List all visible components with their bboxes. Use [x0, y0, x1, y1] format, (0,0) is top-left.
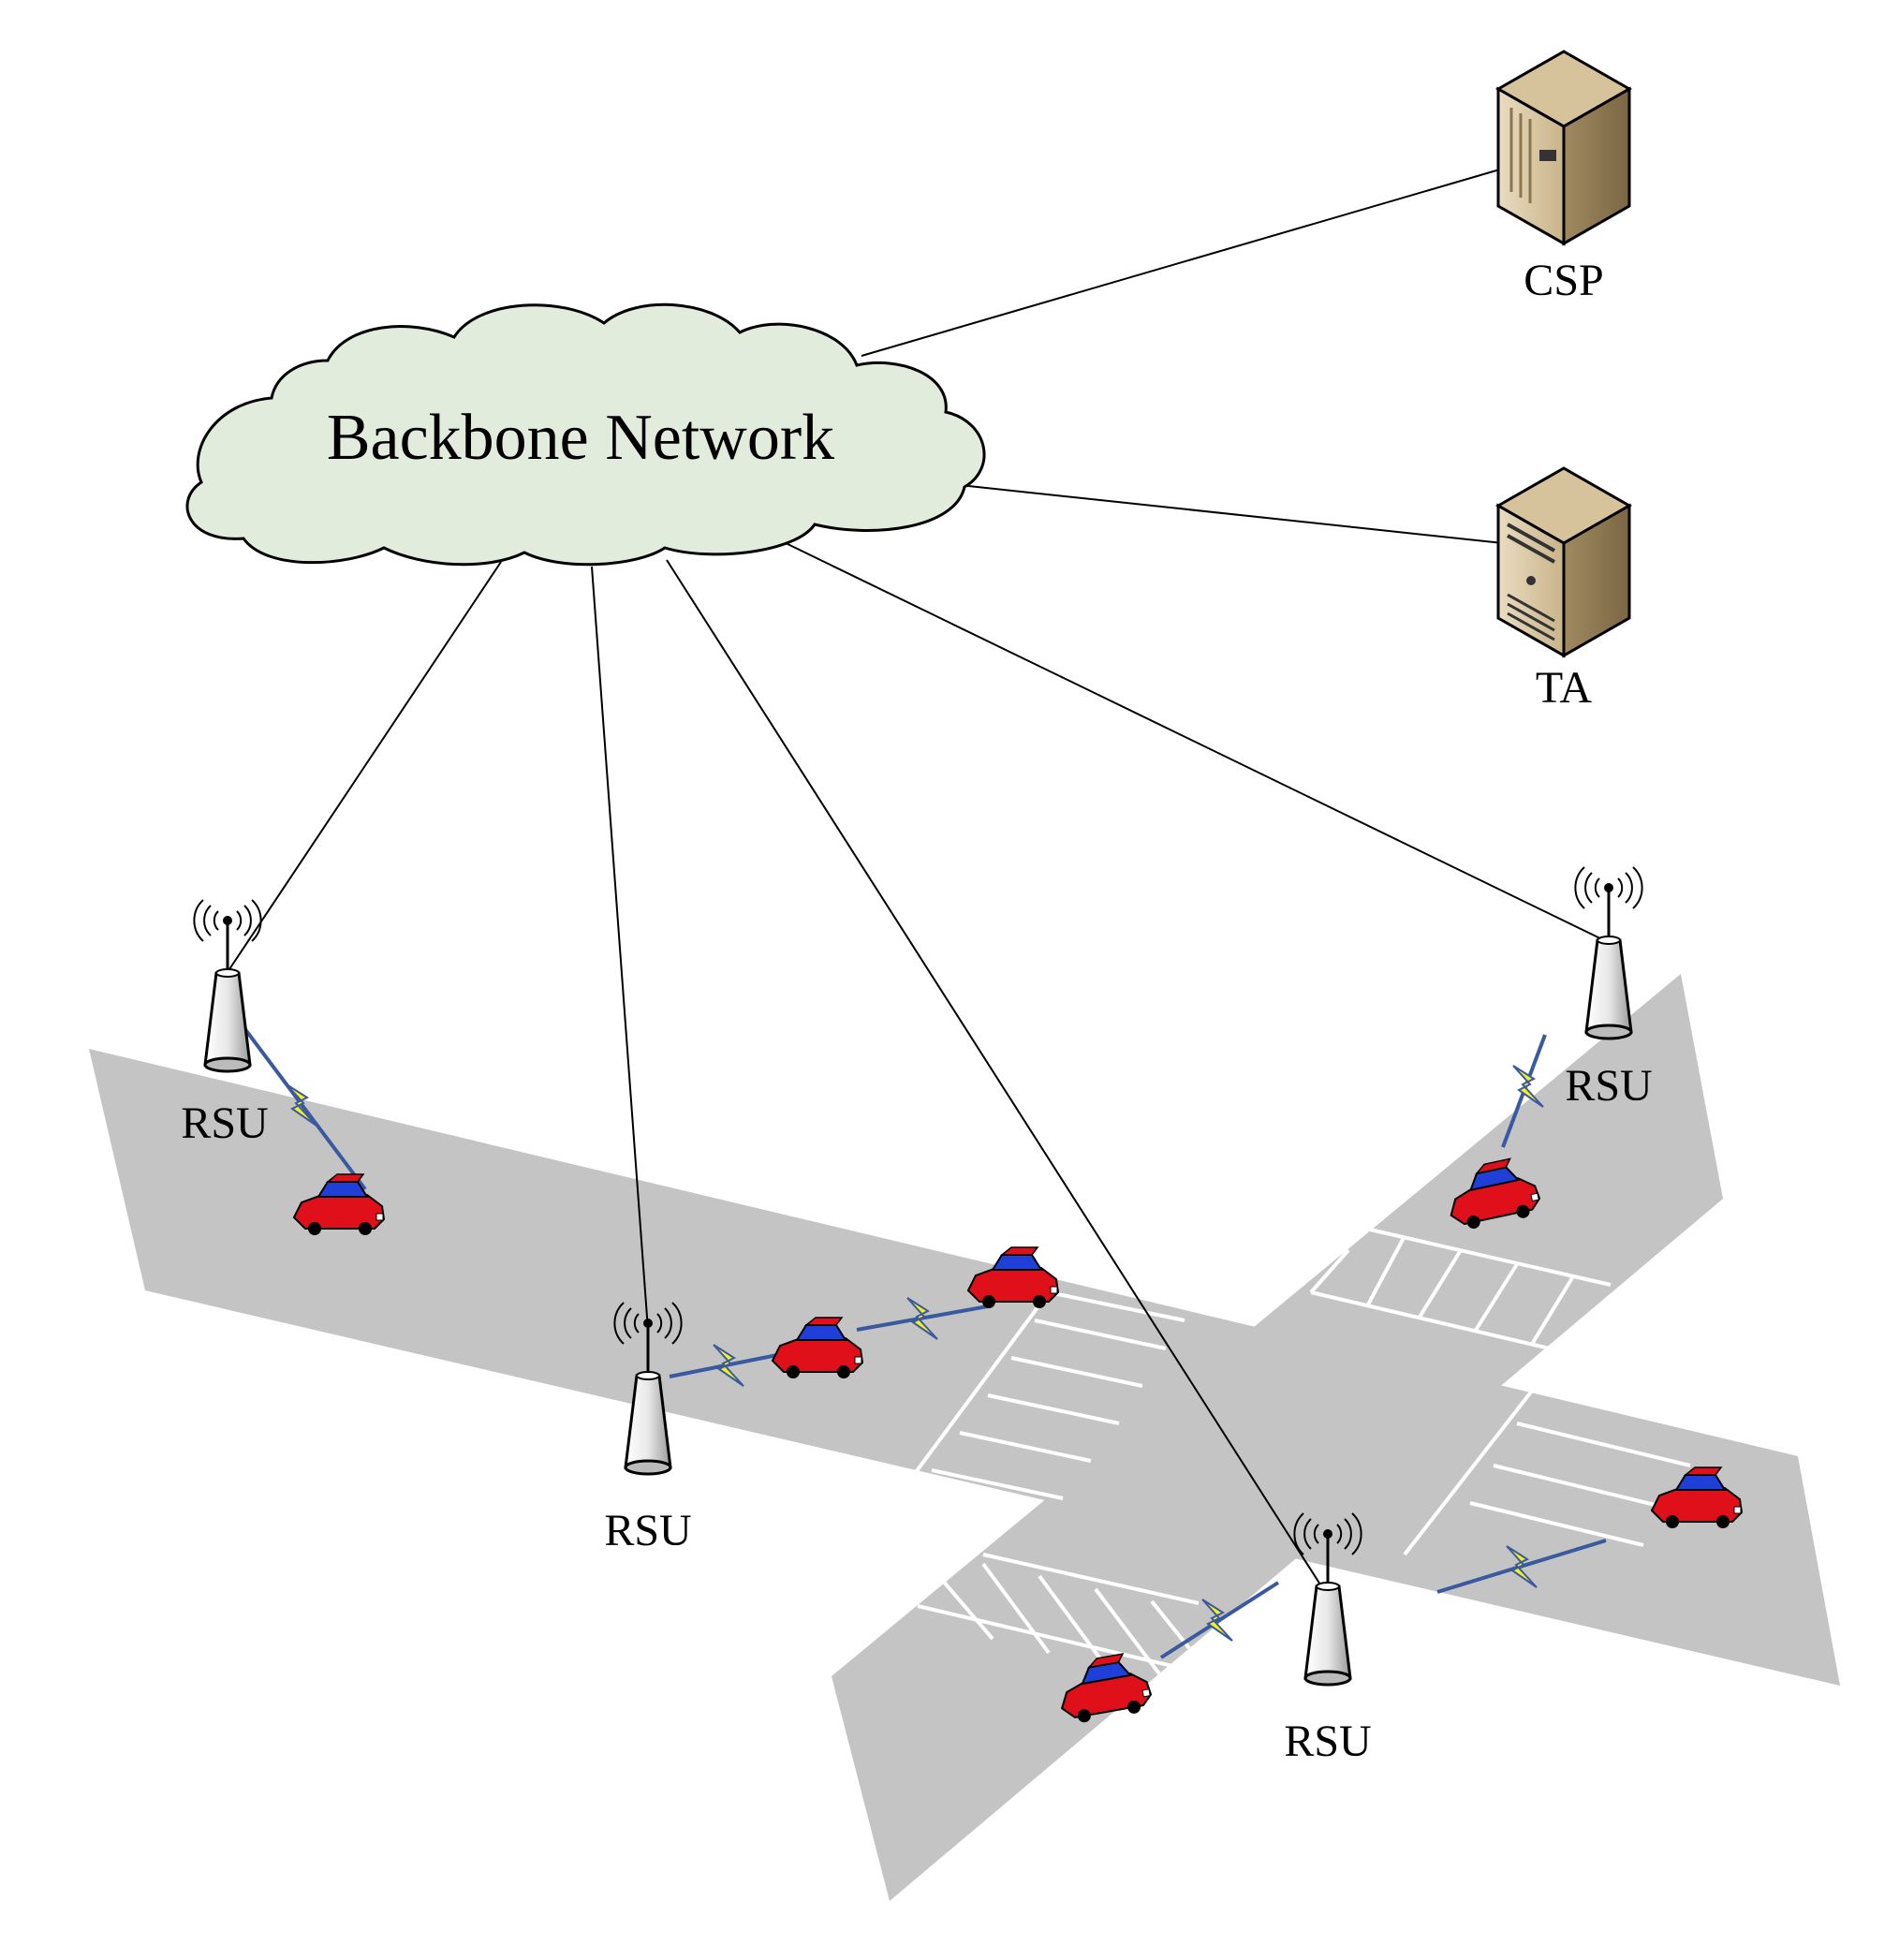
rsu-3: RSU	[1284, 1511, 1372, 1766]
wireless-link-rsu2-car3	[669, 1344, 788, 1387]
rsu-4: RSU	[1565, 865, 1653, 1111]
road-main	[89, 1049, 1840, 1686]
road-network	[89, 974, 1840, 1901]
server-tower-icon	[1494, 50, 1633, 246]
server-ta-label: TA	[1536, 663, 1592, 713]
wireless-link-car5	[1436, 1539, 1607, 1594]
wireless-link-rsu1-car1	[237, 1019, 367, 1191]
wireless-link-car3-car2	[856, 1297, 989, 1340]
rsu-1: RSU	[181, 898, 269, 1148]
car-icon	[967, 1246, 1059, 1309]
server-csp-label: CSP	[1524, 256, 1603, 305]
link-cloud-rsu-4	[781, 540, 1607, 942]
rsu-3-label: RSU	[1284, 1717, 1371, 1766]
cloud-label: Backbone Network	[327, 402, 834, 474]
rsu-2: RSU	[604, 1301, 692, 1555]
crosswalk-markings	[888, 1225, 1715, 1678]
server-tower-icon	[1494, 466, 1633, 658]
wireless-links	[237, 1019, 1607, 1659]
backbone-network-cloud: Backbone Network	[185, 302, 986, 567]
cloud-icon	[185, 302, 986, 567]
antenna-tower-icon	[192, 898, 263, 1073]
wireless-link-rsu4-car4	[1501, 1034, 1547, 1148]
rsu-4-label: RSU	[1565, 1061, 1652, 1111]
wireless-link-rsu3-car6	[1159, 1581, 1280, 1659]
link-cloud-rsu-3	[666, 559, 1326, 1593]
antenna-tower-icon	[1292, 1511, 1363, 1687]
rsu-1-label: RSU	[181, 1098, 268, 1148]
wired-links	[228, 168, 1607, 1593]
link-cloud-rsu-2	[591, 566, 649, 1331]
antenna-tower-icon	[1573, 865, 1644, 1040]
link-cloud-ta	[959, 484, 1504, 544]
server-ta: TA	[1494, 466, 1633, 713]
rsu-2-label: RSU	[604, 1506, 691, 1555]
link-cloud-rsu-1	[228, 561, 502, 970]
link-cloud-csp	[861, 168, 1504, 357]
server-csp: CSP	[1494, 50, 1633, 305]
